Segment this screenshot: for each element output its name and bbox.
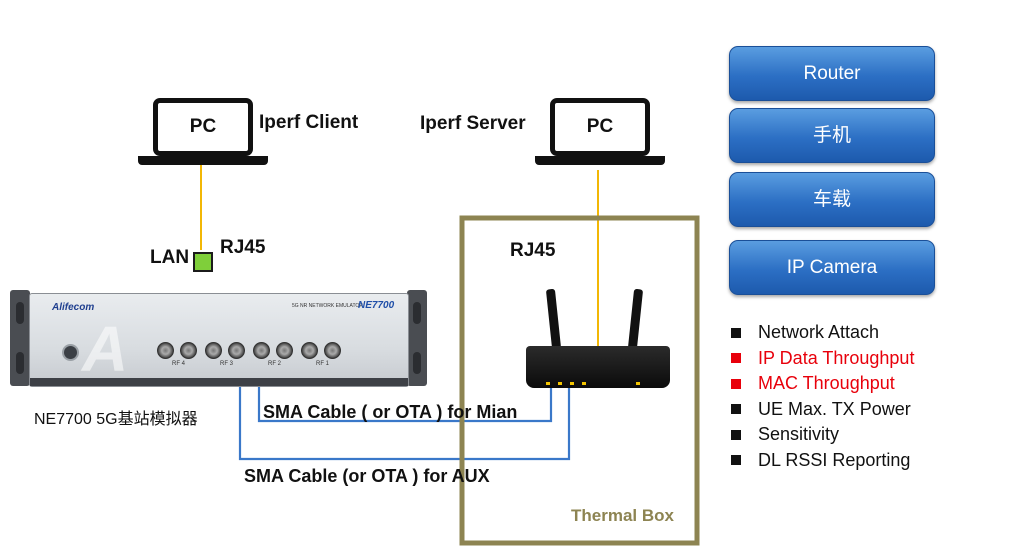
router-led [570,382,574,385]
emulator-power-knob [62,344,79,361]
pc-server-label: PC [586,116,614,137]
emulator-logo-mark: A [82,313,129,385]
rf-port-icon [205,342,222,359]
feature-list-item: UE Max. TX Power [731,397,914,423]
emulator-panel-text: 5G NR NETWORK EMULATOR [292,303,363,309]
ip-camera-button[interactable]: IP Camera [729,240,935,295]
iperf-server-label: Iperf Server [420,113,526,134]
phone-button[interactable]: 手机 [729,108,935,163]
bullet-square-icon [731,353,741,364]
router-led [558,382,562,385]
feature-list-item: Sensitivity [731,422,914,448]
lan-port-icon [193,252,213,272]
emulator-brand: Alifecom [52,302,95,313]
feature-label: Network Attach [758,322,880,343]
feature-label: Sensitivity [758,424,840,445]
pc-client-label: PC [189,116,217,137]
cable-aux-label: SMA Cable (or OTA ) for AUX [244,466,490,486]
rj45-left-label: RJ45 [220,237,266,258]
router-button[interactable]: Router [729,46,935,101]
rack-ear-left [10,290,30,386]
rf-port-icon [180,342,197,359]
rf-port-label: RF 1 [316,361,330,367]
thermal-box [459,215,700,546]
emulator-bottom-strip [30,378,408,386]
iperf-client-label: Iperf Client [259,112,359,133]
bullet-square-icon [731,404,741,415]
router-led [582,382,586,385]
emulator-caption: NE7700 5G基站模拟器 [34,411,198,428]
router-led [636,382,640,385]
router-device [526,346,670,388]
bullet-square-icon [731,378,741,389]
emulator-model: NE7700 [358,300,395,311]
rf-port-label: RF 3 [220,361,234,367]
thermal-box-label: Thermal Box [571,506,674,525]
rf-port-icon [276,342,293,359]
cable-main-label: SMA Cable ( or OTA ) for Mian [263,402,518,422]
rf-cable-aux [238,375,571,461]
feature-list-item: Network Attach [731,320,914,346]
rf-port-icon [253,342,270,359]
bullet-square-icon [731,429,741,440]
rf-cable-main [257,370,553,423]
feature-label: IP Data Throughput [758,347,915,368]
rf-port-icon [301,342,318,359]
feature-list-item: MAC Throughput [731,371,914,397]
rf-port-icon [157,342,174,359]
ne7700-emulator: Alifecom 5G NR NETWORK EMULATOR NE7700 A [29,293,409,387]
feature-list-item: DL RSSI Reporting [731,448,914,474]
feature-label: MAC Throughput [758,373,895,394]
feature-label: DL RSSI Reporting [758,449,911,470]
rf-port-label: RF 4 [172,361,186,367]
rf-port-icon [324,342,341,359]
rack-ear-right [407,290,427,386]
rj45-right-label: RJ45 [510,240,556,261]
bullet-square-icon [731,327,741,338]
bullet-square-icon [731,455,741,466]
rf-port-icon [228,342,245,359]
feature-list-item: IP Data Throughput [731,346,914,372]
rf-port-label: RF 2 [268,361,282,367]
vehicle-button[interactable]: 车载 [729,172,935,227]
lan-label: LAN [150,247,190,268]
router-led [546,382,550,385]
feature-label: UE Max. TX Power [758,398,911,419]
